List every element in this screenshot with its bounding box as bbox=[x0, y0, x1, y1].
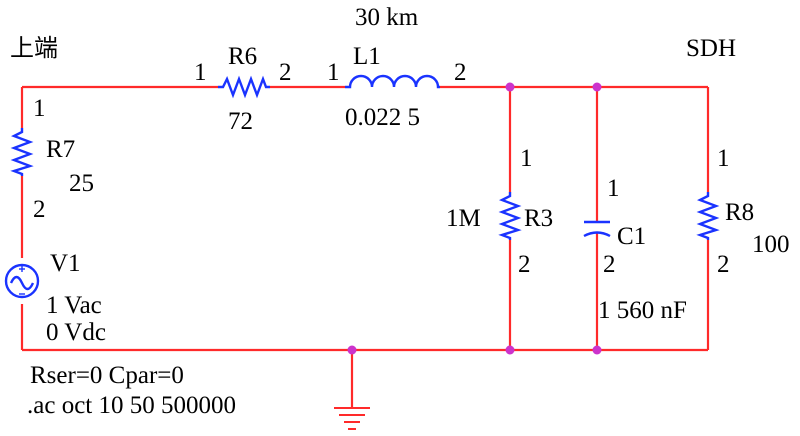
r8-pin2-label: 2 bbox=[717, 251, 730, 278]
resistor-r6-icon[interactable] bbox=[218, 75, 270, 99]
junction-node bbox=[592, 345, 602, 355]
inductor-l1-icon[interactable] bbox=[345, 74, 440, 89]
ground-icon bbox=[334, 407, 370, 430]
l1-name-label: L1 bbox=[353, 43, 381, 70]
r8-pin1-label: 1 bbox=[717, 145, 730, 172]
c1-pin1-label: 1 bbox=[607, 175, 620, 202]
junction-node bbox=[505, 82, 515, 92]
resistor-r7-icon[interactable] bbox=[10, 128, 34, 176]
c1-pin2-label: 2 bbox=[603, 251, 616, 278]
top-end-label: 上端 bbox=[10, 35, 58, 62]
l1-value-label: 0.022 5 bbox=[345, 104, 420, 131]
v1-dc-label: 0 Vdc bbox=[46, 319, 106, 346]
c1-value-label: 1 560 nF bbox=[598, 297, 687, 324]
sim-directive-label: .ac oct 10 50 500000 bbox=[27, 392, 236, 419]
resistor-r3-icon[interactable] bbox=[498, 192, 522, 240]
length-label: 30 km bbox=[355, 4, 419, 31]
v1-name-label: V1 bbox=[50, 250, 81, 277]
c1-name-label: C1 bbox=[617, 223, 646, 250]
r3-pin1-label: 1 bbox=[520, 145, 533, 172]
r3-value-label: 1M bbox=[446, 205, 481, 232]
r6-value-label: 72 bbox=[228, 108, 253, 135]
junction-node bbox=[347, 345, 357, 355]
junction-node bbox=[592, 82, 602, 92]
junction-nodes bbox=[347, 82, 602, 355]
r6-pin2-label: 2 bbox=[279, 59, 292, 86]
r3-pin2-label: 2 bbox=[518, 251, 531, 278]
r8-value-label: 100 bbox=[752, 231, 790, 258]
r7-value-label: 25 bbox=[69, 170, 94, 197]
ac-source-v1-icon[interactable] bbox=[4, 263, 40, 299]
junction-node bbox=[505, 345, 515, 355]
r8-name-label: R8 bbox=[725, 199, 754, 226]
wires bbox=[20, 85, 710, 408]
r7-pin2-label: 2 bbox=[33, 196, 46, 223]
r7-pin1-label: 1 bbox=[33, 95, 46, 122]
r6-name-label: R6 bbox=[228, 43, 257, 70]
l1-pin2-label: 2 bbox=[454, 59, 467, 86]
l1-pin1-label: 1 bbox=[327, 59, 340, 86]
v1-ac-label: 1 Vac bbox=[46, 292, 102, 319]
r7-name-label: R7 bbox=[46, 136, 75, 163]
r3-name-label: R3 bbox=[524, 205, 553, 232]
resistor-r8-icon[interactable] bbox=[696, 192, 720, 240]
sim-params-label: Rser=0 Cpar=0 bbox=[30, 362, 184, 389]
capacitor-c1-icon[interactable] bbox=[583, 220, 611, 238]
r6-pin1-label: 1 bbox=[194, 59, 207, 86]
sdh-label: SDH bbox=[686, 35, 736, 62]
